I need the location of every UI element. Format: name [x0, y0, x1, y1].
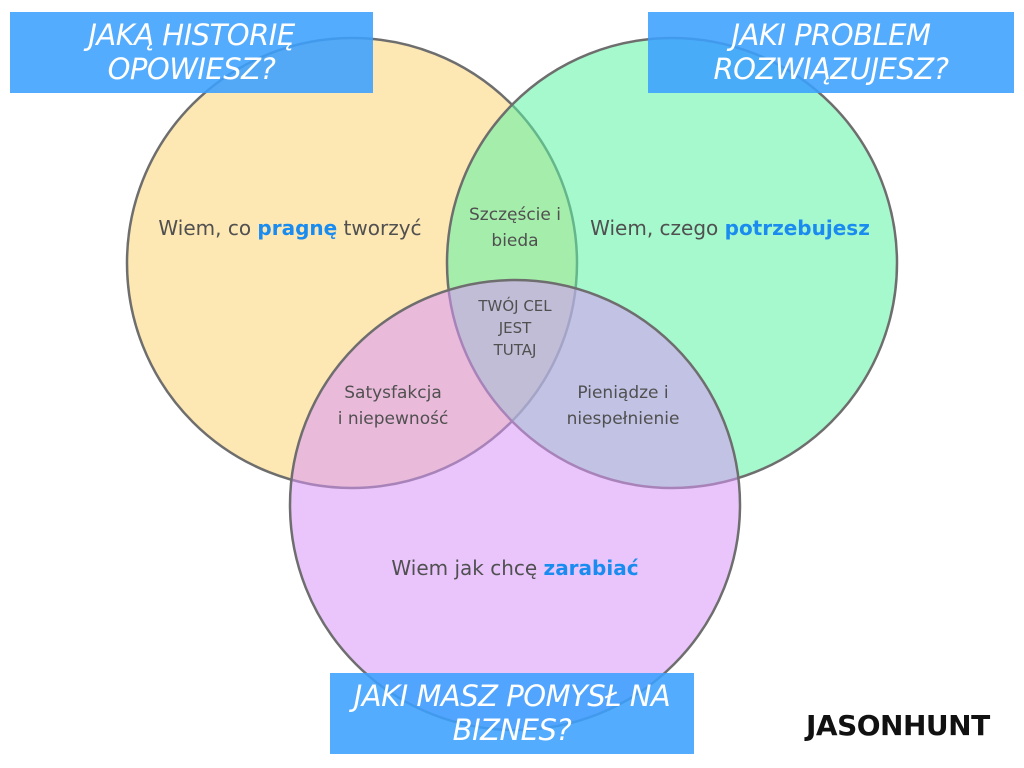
banner-business-line2: BIZNES? [452, 712, 572, 747]
banner-problem-line1: JAKI PROBLEM [731, 18, 931, 53]
label-satisfaction-line2: i niepewność [337, 409, 449, 430]
label-satisfaction-line1: Satysfakcja [344, 383, 442, 403]
banner-problem-line2: ROZWIĄZUJESZ? [713, 51, 949, 86]
banner-story-question: JAKĄ HISTORIĘ OPOWIESZ? [10, 12, 373, 93]
label-story: Wiem, co pragnę tworzyć [120, 213, 460, 243]
label-money-line2: niespełnienie [566, 409, 680, 430]
label-story-highlight: pragnę [257, 216, 338, 240]
label-satisfaction-uncertainty: Satysfakcja i niepewność [318, 380, 468, 433]
label-problem-highlight: potrzebujesz [724, 216, 870, 240]
banner-story-line2: OPOWIESZ? [107, 51, 276, 86]
banner-business-question: JAKI MASZ POMYSŁ NA BIZNES? [330, 673, 694, 754]
label-money-unfulfillment: Pieniądze i niespełnienie [548, 380, 698, 433]
banner-business-line1: JAKI MASZ POMYSŁ NA [353, 679, 671, 714]
label-money-line1: Pieniądze i [577, 383, 669, 403]
label-problem: Wiem, czego potrzebujesz [570, 213, 890, 243]
label-business-prefix: Wiem jak chcę [391, 556, 544, 580]
label-happiness-poverty: Szczęście i bieda [455, 202, 575, 255]
label-business: Wiem jak chcę zarabiać [345, 553, 685, 583]
logo-part2: HUNT [903, 709, 990, 742]
banner-story-line1: JAKĄ HISTORIĘ [88, 18, 295, 53]
label-goal-line2: JEST [498, 318, 532, 337]
logo-part1: JASON [806, 709, 904, 742]
label-story-suffix: tworzyć [337, 216, 422, 240]
label-story-prefix: Wiem, co [158, 216, 258, 240]
banner-problem-question: JAKI PROBLEM ROZWIĄZUJESZ? [648, 12, 1014, 93]
label-happiness-line2: bieda [491, 231, 539, 252]
jasonhunt-logo: JASONHUNT [806, 709, 990, 742]
label-business-highlight: zarabiać [543, 556, 639, 580]
label-goal-line3: TUTAJ [493, 340, 537, 359]
label-happiness-line1: Szczęście i [469, 205, 561, 225]
label-your-goal: TWÓJ CEL JEST TUTAJ [460, 296, 570, 361]
label-problem-prefix: Wiem, czego [590, 216, 725, 240]
label-goal-line1: TWÓJ CEL [478, 297, 552, 315]
